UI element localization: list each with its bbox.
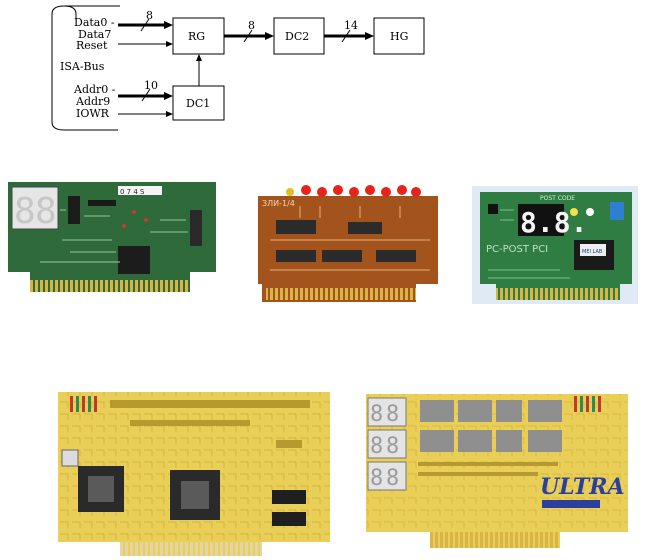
card5-digit-2a: 8 [370,434,383,459]
arrow-reset [118,41,173,47]
arrow-rg-dc2: 8 [224,19,274,43]
post-card-photo-1: 8 8 0 7 4 S [8,182,216,292]
card5-grid-displays [420,400,562,452]
post-card-photo-2: ЗЛИ-1/4 [258,185,438,302]
card5-pin-header [574,396,601,412]
block-dc1-label: DC1 [186,97,210,110]
card3-title: PC-POST PCI [486,244,548,255]
card5-digit-1b: 8 [386,402,399,427]
block-dc2-label: DC2 [285,30,309,43]
width-rg-dc2: 8 [248,19,255,32]
width-dc2-hg: 14 [344,19,358,32]
card3-header: POST CODE [540,195,575,202]
block-dc1: DC1 [172,85,225,121]
post-card-photo-4 [58,392,330,556]
signal-addr0: Addr0 - [73,83,116,96]
card2-label: ЗЛИ-1/4 [262,199,295,208]
signal-data7: Data7 [78,28,111,41]
post-card-photo-5: 8 8 8 8 8 8 ULTRA [366,394,628,548]
arrow-data-bus: 8 [118,9,173,32]
card1-segment-digit-1: 8 [14,191,36,232]
signal-reset: Reset [76,39,108,52]
width-data: 8 [146,9,153,22]
arrow-iowr [118,111,173,117]
arrow-dc1-rg [196,54,202,86]
signal-data0: Data0 - [74,16,115,29]
card5-digit-3a: 8 [370,466,383,491]
block-hg: HG [373,17,425,55]
card3-chip-label: MEI LAB [582,249,603,255]
card4-pin-header [70,396,97,412]
block-dc2: DC2 [273,17,325,55]
card5-digit-3b: 8 [386,466,399,491]
bus-label: ISA-Bus [60,60,105,73]
signal-iowr: IOWR [76,107,110,120]
post-card-photo-3: POST CODE 8.8. PC-POST PCI MEI LAB [472,186,638,304]
card5-left-displays: 8 8 8 8 8 8 [367,397,407,491]
block-rg-label: RG [188,30,205,43]
card5-brand: ULTRA [540,474,625,500]
card1-segment-digit-2: 8 [35,191,57,232]
block-rg: RG [172,17,225,55]
width-addr: 10 [144,79,158,92]
isa-bus-connector [51,5,120,131]
card1-chip-label: 0 7 4 S [120,188,145,196]
block-hg-label: HG [390,30,408,43]
card5-digit-1a: 8 [370,402,383,427]
isa-block-diagram: ISA-Bus Data0 - Data7 Reset Addr0 - Addr… [51,5,425,131]
arrow-dc2-hg: 14 [324,19,374,43]
signal-addr9: Addr9 [75,95,110,108]
card2-led-row [286,185,421,197]
arrow-addr-bus: 10 [118,79,173,102]
card5-digit-2b: 8 [386,434,399,459]
